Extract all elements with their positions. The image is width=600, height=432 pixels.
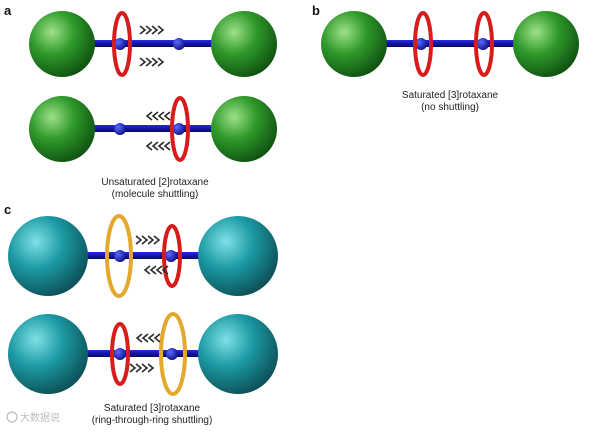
watermark-logo-icon (6, 411, 18, 423)
yellow-ring (105, 214, 133, 298)
caption-a-line2: (molecule shuttling) (112, 189, 199, 200)
station-right (477, 38, 489, 50)
station-left (114, 250, 126, 262)
caption-b-line2: (no shuttling) (421, 102, 479, 113)
caption-c-line1: Saturated [3]rotaxane (104, 403, 201, 414)
axle (80, 125, 250, 132)
station-left (114, 38, 126, 50)
rotaxane-c1 (8, 214, 278, 298)
rotaxane-a2 (29, 96, 277, 162)
stopper-left (29, 11, 95, 77)
panel-b: b Saturated [3]rotaxane (no shuttling) (312, 3, 579, 113)
station-left (114, 123, 126, 135)
red-ring-right (474, 11, 494, 77)
stopper-left (321, 11, 387, 77)
red-ring-left (413, 11, 433, 77)
stopper-left (8, 314, 88, 394)
station-right (165, 250, 177, 262)
stopper-right (198, 216, 278, 296)
yellow-ring (159, 312, 187, 396)
station-right (173, 38, 185, 50)
station-left (114, 348, 126, 360)
stopper-right (198, 314, 278, 394)
watermark-text: 大数据说 (20, 411, 60, 424)
panel-a: a Unsaturated [ (4, 3, 277, 200)
rotaxane-c2 (8, 312, 278, 396)
stopper-right (211, 96, 277, 162)
station-right (173, 123, 185, 135)
red-ring (112, 11, 132, 77)
caption-c-line2: (ring-through-ring shuttling) (92, 415, 213, 426)
arrows-left (136, 333, 161, 343)
rotaxane-a1 (29, 11, 277, 77)
stopper-left (8, 216, 88, 296)
red-ring (110, 322, 130, 386)
arrows-right (129, 363, 154, 373)
panel-a-letter: a (4, 3, 12, 18)
rotaxane-b (321, 11, 579, 77)
stopper-right (513, 11, 579, 77)
axle (80, 350, 250, 357)
caption-a-line1: Unsaturated [2]rotaxane (101, 177, 209, 188)
red-ring (170, 96, 190, 162)
watermark: 大数据说 (6, 411, 60, 424)
station-right (166, 348, 178, 360)
stopper-left (29, 96, 95, 162)
caption-b-line1: Saturated [3]rotaxane (402, 90, 499, 101)
arrows-right (135, 235, 160, 245)
axle (370, 40, 550, 47)
station-left (415, 38, 427, 50)
red-ring (162, 224, 182, 288)
axle (80, 40, 250, 47)
stopper-right (211, 11, 277, 77)
panel-b-letter: b (312, 3, 320, 18)
panel-c: c (4, 202, 278, 426)
panel-c-letter: c (4, 202, 11, 217)
